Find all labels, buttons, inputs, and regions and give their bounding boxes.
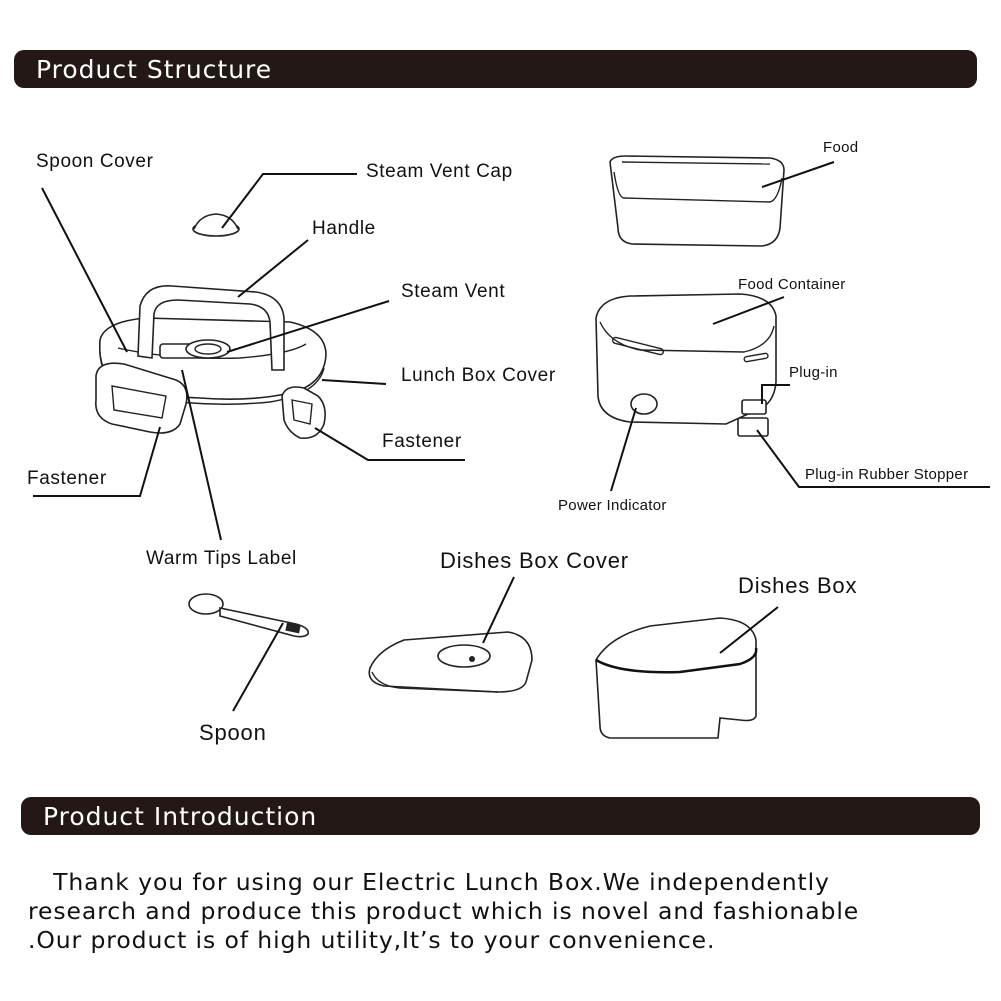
label-plug-in-rubber-stopper: Plug-in Rubber Stopper bbox=[805, 466, 969, 483]
label-lunch-box-cover: Lunch Box Cover bbox=[401, 365, 556, 386]
label-food: Food bbox=[823, 139, 859, 156]
product-structure-banner: Product Structure bbox=[14, 50, 977, 88]
spoon-illustration bbox=[188, 593, 310, 638]
label-spoon-cover: Spoon Cover bbox=[36, 151, 154, 172]
dishes-box-cover-illustration bbox=[368, 631, 533, 693]
label-spoon: Spoon bbox=[199, 720, 267, 745]
label-fastener-left: Fastener bbox=[27, 468, 107, 489]
product-introduction-banner: Product Introduction bbox=[21, 797, 980, 835]
fastener-right-illustration bbox=[281, 386, 326, 440]
product-introduction-title: Product Introduction bbox=[43, 801, 318, 831]
handle-illustration bbox=[137, 285, 285, 371]
label-handle: Handle bbox=[312, 218, 376, 239]
label-fastener-right: Fastener bbox=[382, 431, 462, 452]
dishes-box-illustration bbox=[595, 617, 758, 739]
label-dishes-box: Dishes Box bbox=[738, 573, 858, 598]
label-warm-tips-label: Warm Tips Label bbox=[146, 548, 297, 569]
intro-line-2: research and produce this product which … bbox=[28, 897, 860, 925]
product-introduction-text: Thank you for using our Electric Lunch B… bbox=[28, 868, 978, 955]
intro-line-3: .Our product is of high utility,It’s to … bbox=[28, 926, 716, 954]
label-dishes-box-cover: Dishes Box Cover bbox=[440, 548, 629, 573]
label-steam-vent-cap: Steam Vent Cap bbox=[366, 161, 513, 182]
product-structure-title: Product Structure bbox=[36, 54, 273, 84]
steam-vent-cap-illustration bbox=[192, 213, 240, 237]
label-steam-vent: Steam Vent bbox=[401, 281, 506, 302]
food-container-illustration bbox=[595, 293, 777, 437]
food-tray-illustration bbox=[609, 155, 785, 247]
leader-lines bbox=[33, 161, 990, 712]
intro-line-1: Thank you for using our Electric Lunch B… bbox=[28, 868, 830, 896]
fastener-left-illustration bbox=[95, 362, 188, 434]
label-food-container: Food Container bbox=[738, 276, 846, 293]
label-power-indicator: Power Indicator bbox=[558, 497, 667, 514]
label-plug-in: Plug-in bbox=[789, 364, 838, 381]
